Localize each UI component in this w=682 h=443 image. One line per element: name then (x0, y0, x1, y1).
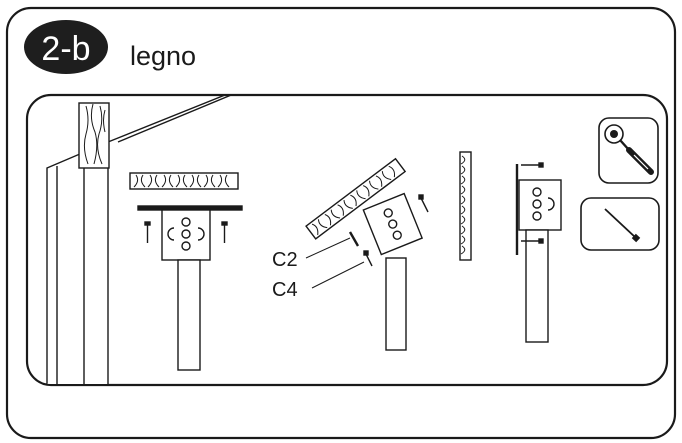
wood-screw-icon (604, 208, 641, 243)
bracket-assembly-top-view (129, 172, 243, 371)
screw-icon (363, 250, 373, 267)
c4-leader (311, 261, 365, 289)
inner-frame (25, 93, 669, 387)
screw-icon (221, 221, 228, 243)
step-badge (24, 20, 108, 74)
bracket-assembly-side-view (459, 151, 562, 343)
bracket-assembly-tilted-view (305, 157, 429, 351)
step-badge-label: 2-b (41, 30, 90, 68)
callout-c4: C4 (272, 279, 298, 301)
wall-with-wood-stud (46, 96, 237, 384)
material-title: legno (130, 41, 196, 71)
tool-box-screwdriver (598, 117, 659, 184)
screw-icon (521, 238, 544, 244)
tool-box-screw (580, 197, 660, 251)
screw-icon (521, 162, 544, 168)
screw-icon (418, 194, 429, 213)
ratchet-screwdriver-icon (604, 124, 654, 175)
callout-c2: C2 (272, 249, 298, 271)
c2-leader (305, 237, 351, 259)
screw-icon (144, 221, 151, 243)
